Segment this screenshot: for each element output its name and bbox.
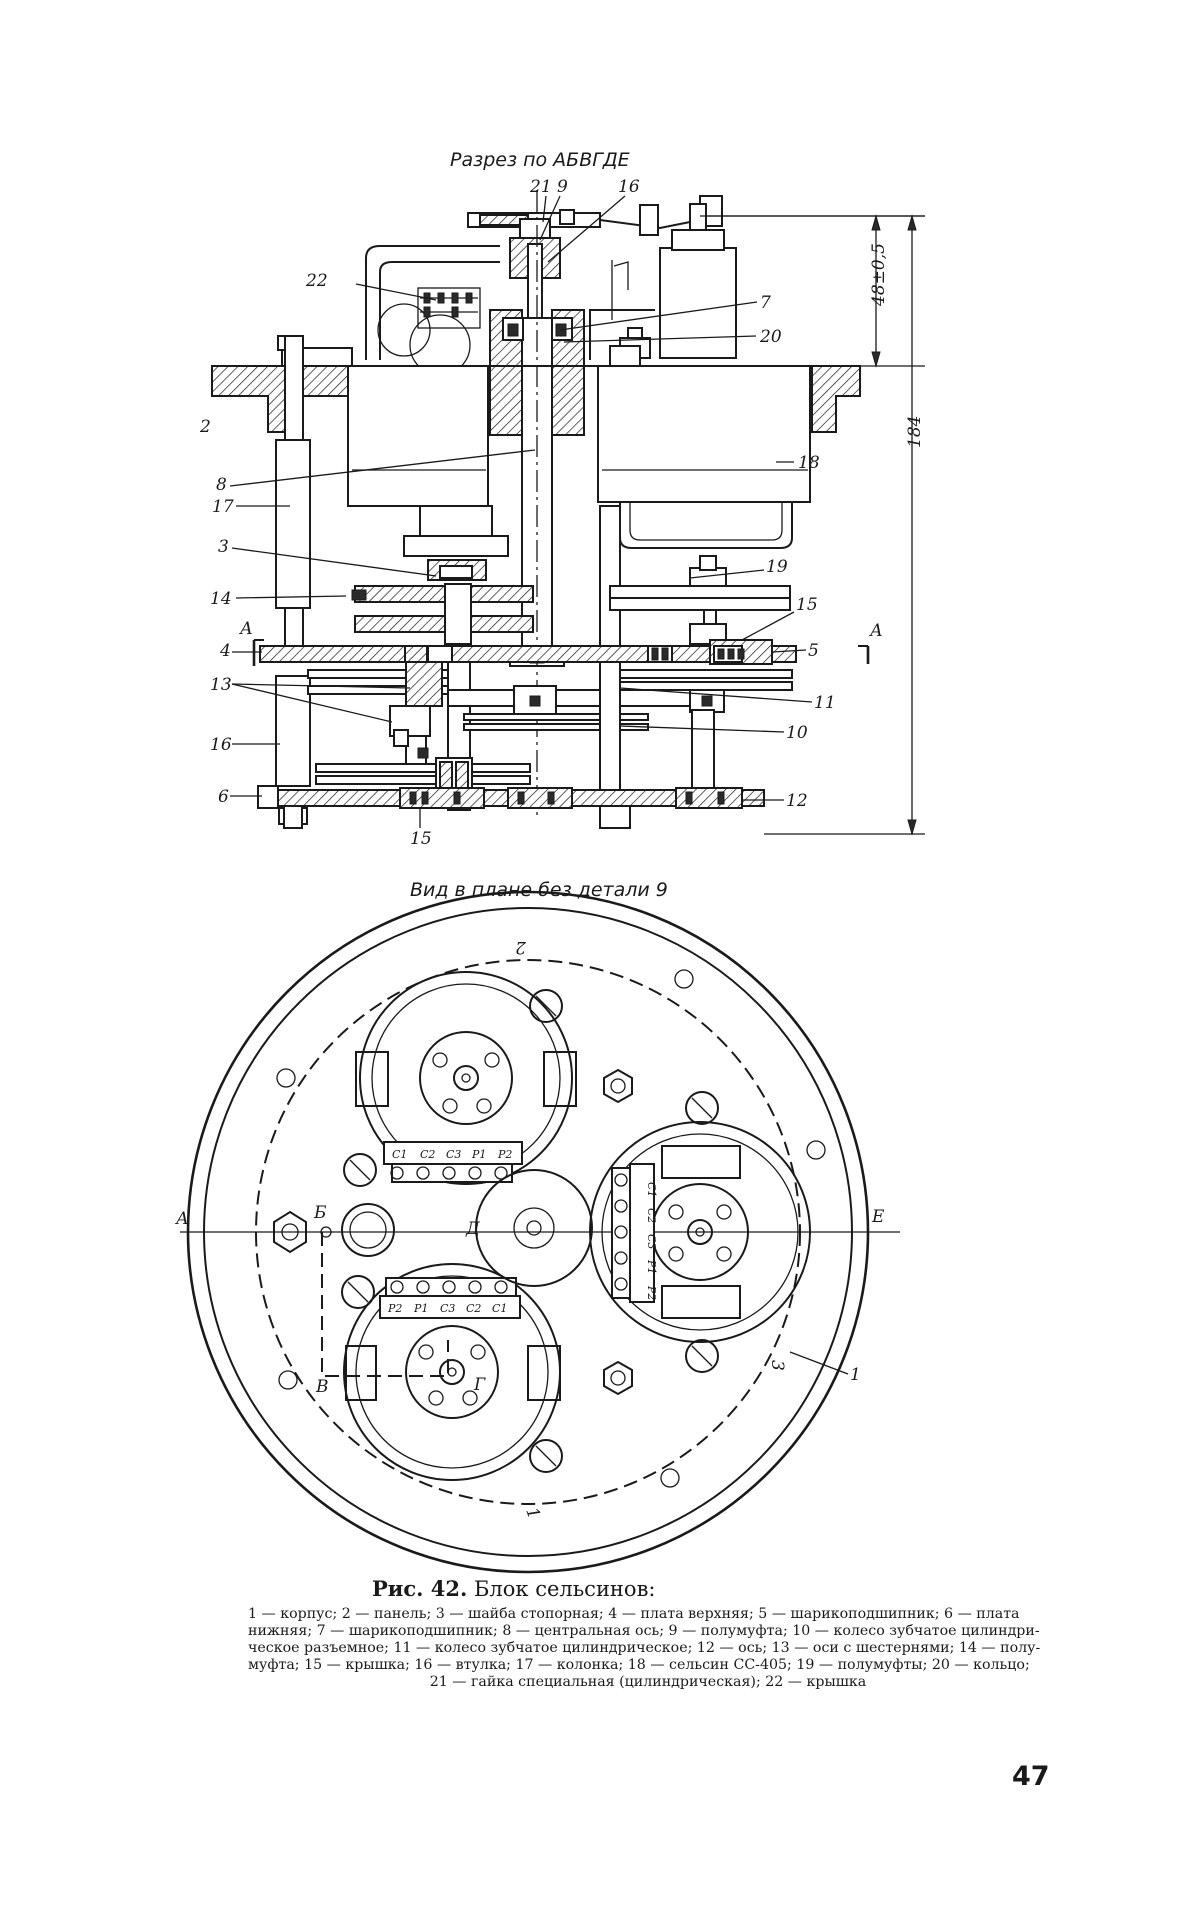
section-view: Разрез по АБВГДЕ [199, 149, 925, 849]
dimension-lines: 48±0,5 184 [700, 214, 925, 836]
letter-d: Д [465, 1219, 481, 1239]
callout-13: 13 [210, 675, 232, 695]
term-bottom-2: C3 [440, 1302, 455, 1315]
callout-10: 10 [786, 723, 808, 743]
callout-7: 7 [760, 293, 771, 313]
letter-v: В [315, 1377, 329, 1397]
callout-section-a-left: А [239, 619, 253, 639]
callout-16-top: 16 [618, 177, 640, 197]
term-right-4: P2 [645, 1285, 658, 1300]
callout-16-left: 16 [210, 735, 232, 755]
term-right-2: C3 [645, 1234, 658, 1249]
plan-letters: А Б В Г Д Е 2 3 1 1 [175, 937, 885, 1522]
nuts [273, 1068, 633, 1396]
top-coupling-plate [467, 195, 925, 335]
letter-b: Б [313, 1203, 327, 1223]
dimension-upper: 48±0,5 [869, 243, 889, 307]
gear-train [307, 661, 793, 811]
term-top-0: C1 [392, 1148, 407, 1161]
callout-15-right: 15 [796, 595, 818, 615]
letter-g: Г [473, 1375, 486, 1395]
page-number: 47 [1012, 1761, 1050, 1792]
figure-label: Рис. 42. [372, 1576, 468, 1601]
callout-18: 18 [798, 453, 820, 473]
section-path [321, 1232, 449, 1377]
callout-section-a-right: А [869, 621, 883, 641]
callout-22: 22 [305, 271, 328, 291]
callout-6: 6 [218, 787, 229, 807]
callout-plan-1: 1 [850, 1365, 861, 1385]
selsyn-bodies [347, 365, 811, 557]
callout-20: 20 [759, 327, 782, 347]
term-bottom-0: P2 [387, 1302, 402, 1315]
callout-21-9: 21 9 [529, 177, 568, 197]
couplings [351, 555, 791, 645]
lower-plate [257, 785, 765, 829]
dimension-total: 184 [905, 416, 925, 448]
upper-plate [259, 639, 797, 665]
figure-title: Блок сельсинов: [474, 1577, 656, 1601]
term-right-1: C2 [645, 1208, 658, 1223]
legend-line: муфта; 15 — крышка; 16 — втулка; 17 — ко… [248, 1657, 1030, 1673]
callout-12: 12 [786, 791, 808, 811]
mounting-holes [276, 969, 826, 1488]
term-right-0: C1 [645, 1182, 658, 1197]
selsyn-bottom-left: P2 P1 C3 C2 C1 [341, 1263, 563, 1481]
figure-caption-title: Рис. 42. Блок сельсинов: [372, 1576, 655, 1601]
callout-2: 2 [199, 417, 211, 437]
figure-legend: 1 — корпус; 2 — панель; 3 — шайба стопор… [248, 1606, 1048, 1691]
term-right-3: P1 [645, 1259, 658, 1274]
plan-view: Вид в плане без детали 9 [175, 879, 900, 1574]
callout-3: 3 [218, 537, 229, 557]
callout-15-bottom: 15 [410, 829, 432, 849]
section-markers [252, 639, 870, 666]
legend-line: ческое разъемное; 11 — колесо зубчатое ц… [248, 1640, 1041, 1656]
selsyn-right: C1 C2 C3 P1 P2 [589, 1091, 811, 1373]
legend-line: 1 — корпус; 2 — панель; 3 — шайба стопор… [248, 1606, 1020, 1622]
callout-11: 11 [814, 693, 836, 713]
section-callouts: 21 9 16 22 7 20 2 8 18 17 3 19 14 15 А 4… [199, 177, 883, 849]
letter-e: Е [871, 1207, 885, 1227]
term-top-4: P2 [497, 1148, 512, 1161]
leader-lines [229, 195, 813, 828]
letter-a: А [175, 1209, 189, 1229]
plan-title: Вид в плане без детали 9 [410, 879, 668, 901]
legend-line: 21 — гайка специальная (цилиндрическая);… [429, 1674, 867, 1690]
callout-plan-3: 3 [767, 1360, 787, 1371]
callout-19: 19 [766, 557, 788, 577]
callout-8: 8 [216, 475, 227, 495]
central-gear [475, 1169, 593, 1287]
term-top-2: C3 [446, 1148, 461, 1161]
selsyn-top-left: C1 C2 C3 P1 P2 [343, 971, 577, 1187]
callout-17: 17 [212, 497, 234, 517]
upper-housing [365, 203, 737, 376]
callout-5: 5 [808, 641, 819, 661]
callout-14: 14 [210, 589, 232, 609]
term-top-1: C2 [420, 1148, 435, 1161]
section-title: Разрез по АБВГДЕ [450, 149, 630, 171]
callout-4: 4 [219, 641, 231, 661]
term-bottom-4: C1 [492, 1302, 507, 1315]
term-top-3: P1 [471, 1148, 486, 1161]
term-bottom-3: C2 [466, 1302, 481, 1315]
callout-plan-1-bottom: 1 [521, 1505, 543, 1522]
legend-line: нижняя; 7 — шарикоподшипник; 8 — централ… [248, 1623, 1040, 1639]
callout-plan-2: 2 [515, 937, 527, 957]
term-bottom-1: P1 [413, 1302, 428, 1315]
